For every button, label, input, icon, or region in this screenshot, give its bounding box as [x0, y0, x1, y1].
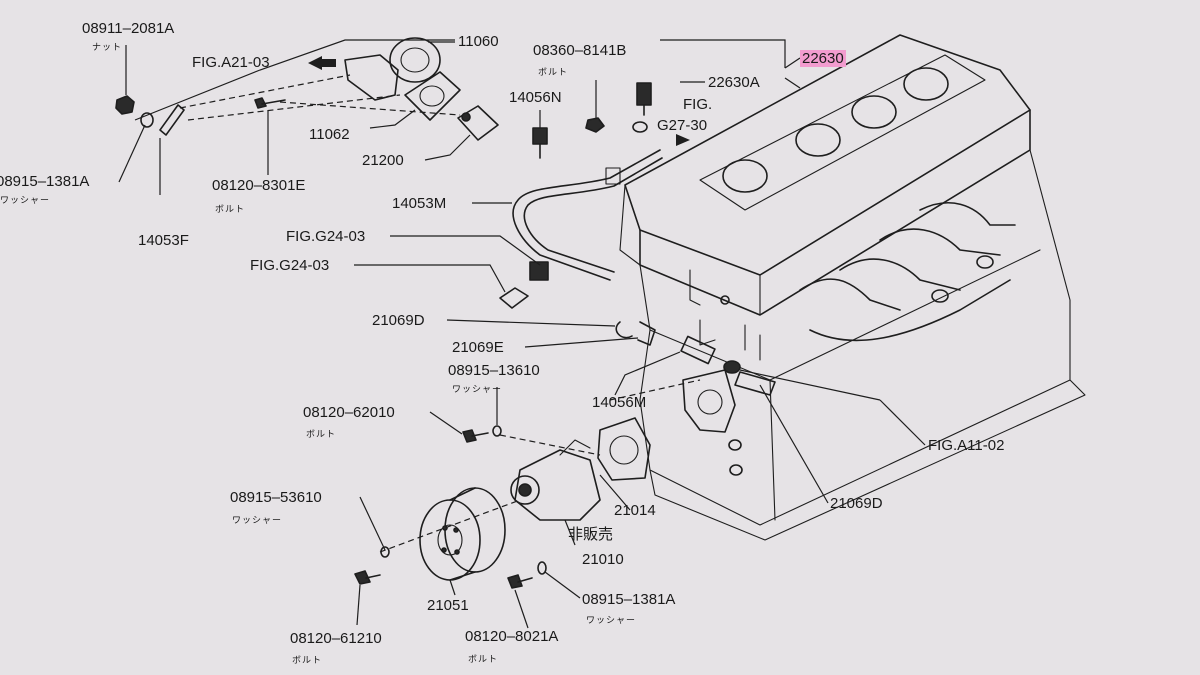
water-outlet-drawing	[344, 37, 441, 101]
label-21014: 21014	[614, 502, 656, 519]
sublabel-bolt-a: ボルト	[215, 204, 246, 214]
label-08360-8141B: 08360–8141B	[533, 42, 627, 59]
clamp-drawing	[615, 321, 656, 346]
label-14053M: 14053M	[392, 195, 447, 212]
pump-bolt-drawing	[462, 425, 502, 443]
sublabel-bolt-d: ボルト	[292, 655, 323, 665]
label-21200: 21200	[362, 152, 404, 169]
exhaust-manifold-drawing	[799, 202, 1016, 342]
label-08915-53610: 08915–53610	[230, 489, 322, 506]
label-14053F: 14053F	[138, 232, 189, 249]
sensor-drawing	[499, 261, 549, 309]
label-fig-a11-02: FIG.A11-02	[928, 437, 1005, 454]
sublabel-bolt-e: ボルト	[468, 654, 499, 664]
label-22630A: 22630A	[708, 74, 760, 91]
label-fig-g27-30-line1: FIG.	[683, 96, 713, 113]
label-11062: 11062	[309, 126, 350, 143]
sublabel-bolt-c: ボルト	[306, 429, 337, 439]
bottom-bolt-drawing	[507, 561, 547, 589]
bolt-drawing	[254, 97, 286, 109]
label-fig-g27-30-line2: G27-30	[657, 117, 708, 134]
bolt-08360-drawing	[585, 117, 605, 133]
label-14056M: 14056M	[592, 394, 647, 411]
sublabel-washer-c: ワッシャー	[232, 515, 283, 525]
label-not-for-sale: 非販売	[568, 526, 614, 543]
label-fig-g24-03-b: FIG.G24-03	[250, 257, 330, 274]
thermostat-drawing	[457, 105, 499, 141]
label-22630: 22630	[800, 50, 846, 67]
label-08120-8301E: 08120–8301E	[212, 177, 306, 194]
label-14056N: 14056N	[509, 89, 562, 106]
valve-cover-drawing	[619, 34, 1031, 316]
water-pump-drawing	[510, 439, 601, 521]
label-08120-62010: 08120–62010	[303, 404, 395, 421]
sublabel-bolt-b: ボルト	[538, 67, 569, 77]
temperature-sensor-drawing	[632, 82, 652, 133]
pulley-bolt-drawing	[354, 546, 390, 585]
label-fig-a21-03: FIG.A21-03	[192, 54, 270, 71]
washer-drawing	[140, 112, 154, 128]
label-21069D-bottom: 21069D	[830, 495, 883, 512]
hose-drawing	[680, 335, 776, 396]
label-21010: 21010	[582, 551, 624, 568]
sublabel-washer-a: ワッシャー	[0, 195, 51, 205]
label-08120-61210: 08120–61210	[290, 630, 382, 647]
label-21069D-top: 21069D	[372, 312, 425, 329]
water-pump-gasket-drawing	[597, 417, 651, 481]
label-08915-13610: 08915–13610	[448, 362, 540, 379]
label-11060: 11060	[458, 33, 499, 50]
stud-drawing	[159, 104, 185, 136]
label-fig-g24-03-a: FIG.G24-03	[286, 228, 366, 245]
label-21051: 21051	[427, 597, 469, 614]
sublabel-washer-b: ワッシャー	[452, 384, 503, 394]
sublabel-washer-d: ワッシャー	[586, 615, 637, 625]
water-pipe-drawing	[512, 149, 663, 281]
label-08120-8021A: 08120–8021A	[465, 628, 559, 645]
label-08915-1381A-top: 08915–1381A	[0, 173, 90, 190]
nut-drawing	[115, 95, 135, 115]
label-21069E: 21069E	[452, 339, 504, 356]
pump-gasket-drawing	[682, 369, 736, 433]
sublabel-nut: ナット	[92, 42, 123, 52]
label-08915-1381A-bottom: 08915–1381A	[582, 591, 676, 608]
label-08911-2081A: 08911–2081A	[82, 20, 175, 37]
